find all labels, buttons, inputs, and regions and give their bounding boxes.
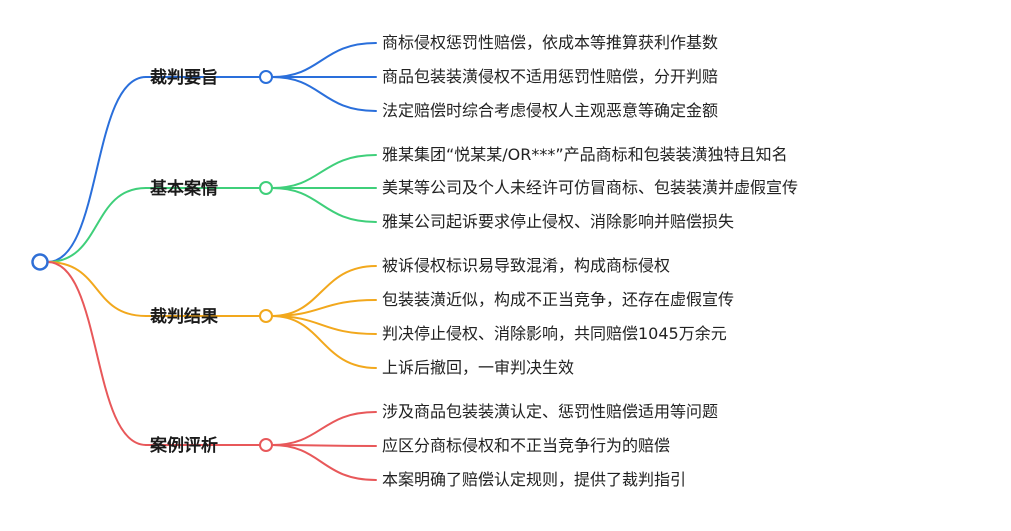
connectors: [46, 42, 377, 481]
connector-line: [271, 444, 377, 481]
connector-line: [271, 76, 377, 112]
leaf-text: 涉及商品包装装潢认定、惩罚性赔偿适用等问题: [382, 402, 718, 421]
leaf-text: 包装装潢近似，构成不正当竞争，还存在虚假宣传: [382, 290, 734, 309]
branch-node: [259, 309, 273, 323]
leaf-text: 商品包装装潢侵权不适用惩罚性赔偿，分开判赔: [382, 67, 718, 86]
connector-line: [271, 265, 377, 317]
connector-line: [271, 315, 377, 335]
branch-0: 裁判要旨 商标侵权惩罚性赔偿，依成本等推算获利作基数 商品包装装潢侵权不适用惩罚…: [150, 33, 718, 120]
branch-1: 基本案情 雅某集团“悦某某/OR***”产品商标和包装装潢独特且知名 美某等公司…: [149, 145, 798, 231]
branch-node: [259, 70, 273, 84]
branch-label: 裁判结果: [150, 306, 218, 327]
leaf-text: 雅某集团“悦某某/OR***”产品商标和包装装潢独特且知名: [382, 145, 788, 164]
connector-line: [271, 154, 377, 189]
leaf-text: 应区分商标侵权和不正当竞争行为的赔偿: [382, 436, 670, 455]
leaf-text: 美某等公司及个人未经许可仿冒商标、包装装潢并虚假宣传: [382, 178, 798, 197]
branch-node: [259, 438, 273, 452]
connector-line: [46, 261, 147, 317]
branch-label: 案例评析: [149, 435, 218, 456]
connector-line: [271, 42, 377, 78]
connector-line: [46, 76, 147, 263]
leaf-text: 上诉后撤回，一审判决生效: [382, 358, 574, 377]
leaf-text: 法定赔偿时综合考虑侵权人主观恶意等确定金额: [382, 101, 718, 120]
connector-line: [46, 261, 147, 446]
root-node: [31, 253, 49, 271]
branch-label: 基本案情: [149, 178, 218, 199]
branch-node: [259, 181, 273, 195]
connector-line: [46, 187, 147, 263]
branch-label: 裁判要旨: [150, 67, 218, 88]
leaf-text: 雅某公司起诉要求停止侵权、消除影响并赔偿损失: [382, 212, 734, 231]
branch-3: 案例评析 涉及商品包装装潢认定、惩罚性赔偿适用等问题 应区分商标侵权和不正当竞争…: [149, 402, 718, 489]
branch-2: 裁判结果 被诉侵权标识易导致混淆，构成商标侵权 包装装潢近似，构成不正当竞争，还…: [150, 256, 734, 377]
leaf-text: 商标侵权惩罚性赔偿，依成本等推算获利作基数: [382, 33, 718, 52]
connector-line: [271, 299, 377, 317]
connector-line: [271, 187, 377, 223]
connector-line: [271, 444, 377, 447]
leaf-text: 本案明确了赔偿认定规则，提供了裁判指引: [382, 470, 686, 489]
connector-line: [271, 411, 377, 446]
leaf-text: 被诉侵权标识易导致混淆，构成商标侵权: [382, 256, 670, 275]
connector-line: [271, 315, 377, 369]
leaf-text: 判决停止侵权、消除影响，共同赔偿1045万余元: [382, 324, 727, 343]
